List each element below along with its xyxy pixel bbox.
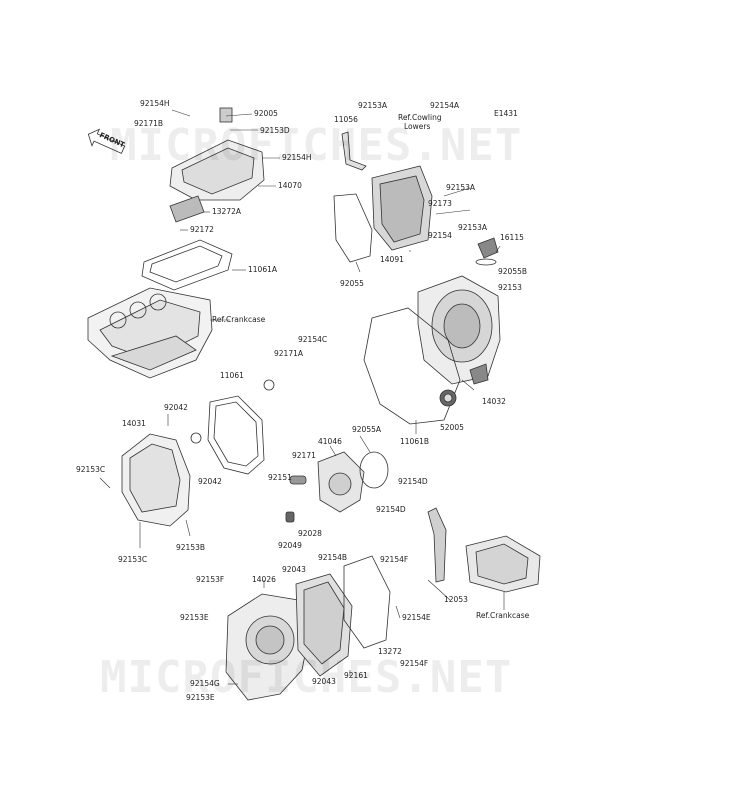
chain-guide-12053 — [427, 507, 447, 583]
cylinder-head-cover-14070 — [169, 107, 265, 201]
callout-92028: 92028 — [298, 529, 322, 538]
callout-92154G: 92154G — [190, 679, 220, 688]
callout-92151: 92151 — [268, 473, 292, 482]
callout-92153B: 92153B — [176, 543, 206, 552]
callout-92171B: 92171B — [134, 119, 164, 128]
callout-14026: 14026 — [252, 575, 276, 584]
callout-92154A: 92154A — [430, 101, 459, 110]
callout-92154D: 92154D — [376, 505, 406, 514]
oil-seal-52005 — [439, 389, 457, 407]
callout-13272A: 13272A — [212, 207, 241, 216]
callout-92055A: 92055A — [352, 425, 381, 434]
callout-92153E: 92153E — [180, 613, 209, 622]
gasket-11061B — [363, 307, 461, 425]
gasket-11061A — [141, 239, 233, 291]
callout-92049: 92049 — [278, 541, 302, 550]
callout-11056: 11056 — [334, 115, 358, 124]
callout-92153C: 92153C — [118, 555, 148, 564]
callout-92153A: 92153A — [458, 223, 487, 232]
gasket-13272 — [343, 555, 391, 649]
water-pump-41046 — [285, 451, 389, 523]
callout-92154B: 92154B — [318, 553, 348, 562]
callout-14070: 14070 — [278, 181, 302, 190]
callout-92153: 92153 — [498, 283, 522, 292]
leader-lines — [99, 109, 505, 685]
clutch-cover-14032 — [417, 275, 501, 385]
callout-ref-crankcase: Ref.Crankcase — [476, 611, 530, 620]
front-arrow-icon — [87, 128, 126, 154]
callout-ref-cowling: Ref.Cowling — [398, 113, 442, 122]
callout-92055B: 92055B — [498, 267, 528, 276]
callout-92153A: 92153A — [358, 101, 387, 110]
callout-92154: 92154 — [428, 231, 452, 240]
callout-92153F: 92153F — [196, 575, 225, 584]
callout-92042: 92042 — [198, 477, 222, 486]
callout-92154F: 92154F — [400, 659, 429, 668]
callout-92154E: 92154E — [402, 613, 431, 622]
gasket-92055 — [333, 193, 373, 263]
callout-16115: 16115 — [500, 233, 524, 242]
callout-92043: 92043 — [282, 565, 306, 574]
inner-cover — [295, 573, 353, 677]
watermark-bottom: MICROFICHES.NET — [100, 652, 513, 703]
callout-92055: 92055 — [340, 279, 364, 288]
callout-92154F: 92154F — [380, 555, 409, 564]
callout-92153A: 92153A — [446, 183, 475, 192]
callout-92154D: 92154D — [398, 477, 428, 486]
callout-ref-crankcase: Ref.Crankcase — [212, 315, 266, 324]
cover-14026 — [225, 593, 311, 701]
crankcase-upper-assembly — [87, 287, 213, 379]
marker-a-lower — [190, 432, 202, 444]
callout-92161: 92161 — [344, 671, 368, 680]
callout-14031: 14031 — [122, 419, 146, 428]
callout-41046: 41046 — [318, 437, 342, 446]
callout-11061B: 11061B — [400, 437, 430, 446]
callout-92154H: 92154H — [282, 153, 312, 162]
cover-14091 — [371, 165, 433, 251]
callout-92172: 92172 — [190, 225, 214, 234]
callout-92153C: 92153C — [76, 465, 106, 474]
callout-92173: 92173 — [428, 199, 452, 208]
callout-92043: 92043 — [312, 677, 336, 686]
callout-ref-cowling-lowers: Lowers — [404, 122, 431, 131]
watermark-top: MICROFICHES.NET — [110, 120, 523, 171]
callout-92171: 92171 — [292, 451, 316, 460]
callout-52005: 52005 — [440, 423, 464, 432]
callout-92154C: 92154C — [298, 335, 328, 344]
callout-11061A: 11061A — [248, 265, 277, 274]
marker-a-upper — [263, 379, 275, 391]
gasket-11061 — [207, 395, 265, 475]
callout-14032: 14032 — [482, 397, 506, 406]
plug-16115 — [475, 237, 499, 266]
callout-14091: 14091 — [380, 255, 404, 264]
callout-92153E: 92153E — [186, 693, 215, 702]
bracket-11056 — [341, 131, 367, 171]
filter-13272A — [169, 195, 205, 223]
crankcase-right-ref — [465, 535, 541, 593]
callout-92005: 92005 — [254, 109, 278, 118]
callout-92042: 92042 — [164, 403, 188, 412]
callout-92154H: 92154H — [140, 99, 170, 108]
callout-12053: 12053 — [444, 595, 468, 604]
callout-13272: 13272 — [378, 647, 402, 656]
callout-92171A: 92171A — [274, 349, 303, 358]
callout-11061: 11061 — [220, 371, 244, 380]
generator-cover-14031 — [121, 433, 191, 527]
callout-92153D: 92153D — [260, 126, 290, 135]
diagram-code: E1431 — [494, 109, 518, 118]
